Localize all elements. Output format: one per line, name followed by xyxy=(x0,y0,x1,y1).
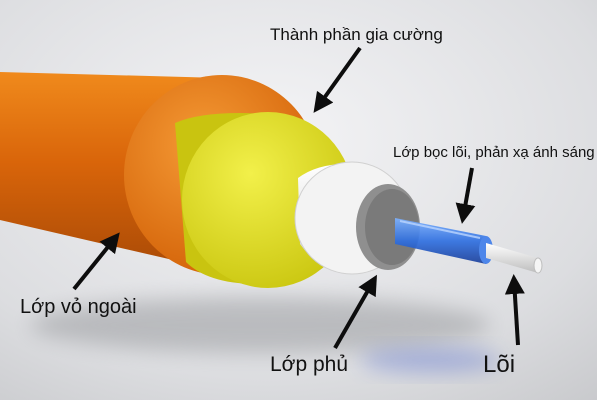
arrow-core xyxy=(504,274,525,346)
label-reinforcement: Thành phần gia cường xyxy=(270,25,443,44)
arrow-outer-jacket xyxy=(72,232,120,291)
label-cladding: Lớp bọc lõi, phản xạ ánh sáng xyxy=(393,144,595,161)
cable-shadow xyxy=(30,297,490,353)
label-outer-jacket: Lớp vỏ ngoài xyxy=(20,296,137,318)
arrow-reinforcement xyxy=(313,46,362,113)
label-core: Lõi xyxy=(483,351,515,378)
core-fiber xyxy=(486,243,543,274)
core-light-glow xyxy=(360,348,500,372)
arrow-cladding xyxy=(455,167,476,224)
arrow-coating xyxy=(333,274,377,349)
label-coating: Lớp phủ xyxy=(270,353,348,376)
